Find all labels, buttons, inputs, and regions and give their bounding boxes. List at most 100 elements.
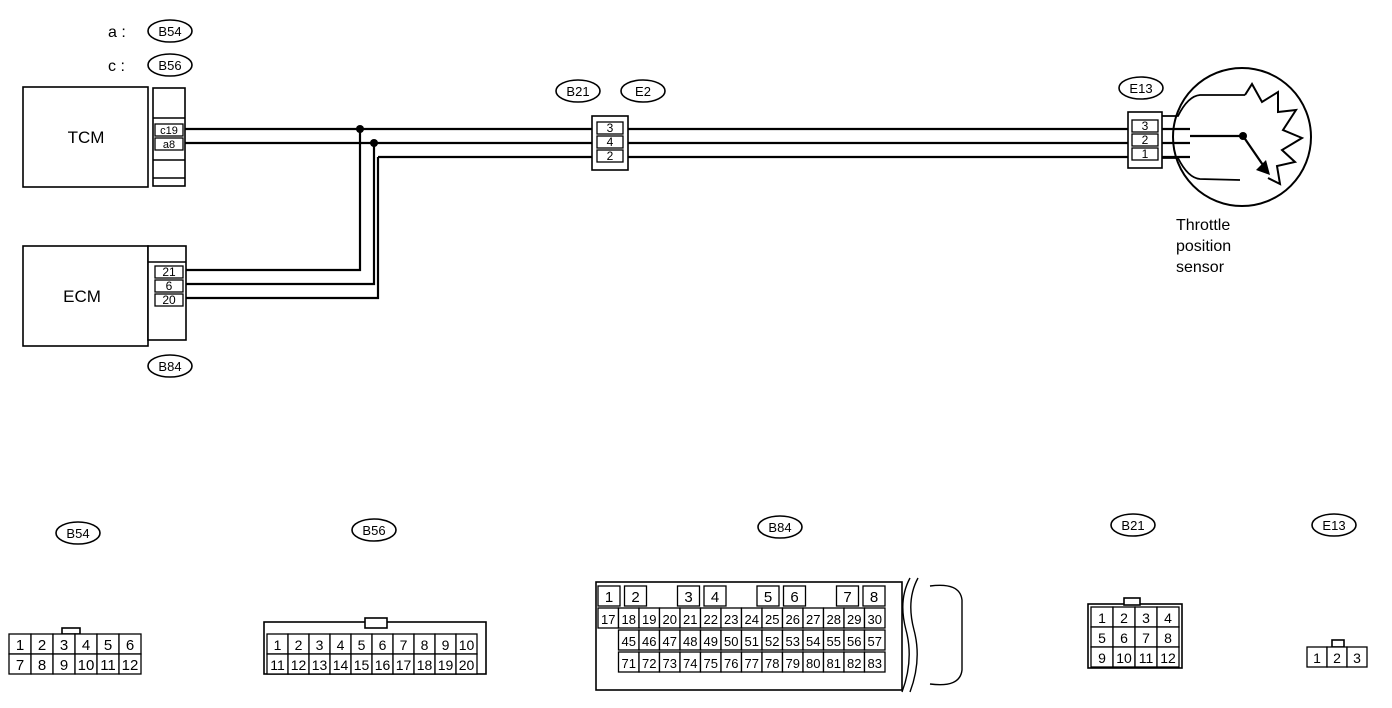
face-b84-pin-4-label: 4	[711, 589, 719, 606]
face-b21-pin-4-label: 4	[1164, 610, 1172, 626]
ecm-connector-code: B84	[158, 359, 181, 374]
face-b21-oval	[1110, 513, 1156, 537]
face-b54-pin-5-label: 5	[104, 637, 112, 654]
face-b21-pin-11-label: 11	[1139, 650, 1154, 666]
mid-connector-b21-oval	[555, 79, 601, 103]
mid-pin-3-label: 3	[607, 121, 614, 135]
face-b84-pin-29-label: 29	[847, 612, 861, 627]
face-b84-pin-27-label: 27	[806, 612, 820, 627]
face-b84-pin-72-label: 72	[642, 656, 656, 671]
face-b84-pin-2-label: 2	[631, 589, 639, 606]
face-b84-pin-80-label: 80	[806, 656, 820, 671]
face-b56-pin-20-label: 20	[459, 657, 475, 673]
mid-pin-2	[596, 149, 624, 163]
legend-a-oval	[147, 19, 193, 43]
face-b84-pin-1	[597, 585, 621, 607]
mid-pin-4-label: 4	[607, 135, 614, 149]
tcm-connector	[152, 87, 186, 187]
face-b56-pin-1-label: 1	[274, 637, 282, 653]
face-b54-pin-4-label: 4	[82, 637, 90, 654]
face-b84-pin-19-label: 19	[642, 612, 656, 627]
sensor-label-line-1: Throttle	[1176, 217, 1230, 234]
face-b54-pin-12-label: 12	[122, 657, 139, 674]
face-b56-pin-18-label: 18	[417, 657, 433, 673]
tcm-pin-c19-label: c19	[160, 125, 178, 137]
legend-c-code: B56	[158, 58, 181, 73]
face-b56-pin-10-label: 10	[459, 637, 475, 653]
face-b84-pin-4	[703, 585, 727, 607]
face-b84-pin-3	[676, 585, 701, 607]
face-b56-pin-4-label: 4	[337, 637, 345, 653]
legend-c-oval	[147, 53, 193, 77]
face-b84-pin-26-label: 26	[786, 612, 800, 627]
legend-c-label: c :	[108, 58, 125, 75]
face-b84-pin-25-label: 25	[765, 612, 779, 627]
face-b84-pin-77-label: 77	[745, 656, 759, 671]
sensor-pin-2	[1131, 133, 1159, 147]
face-b84-oval	[757, 515, 803, 539]
face-b84-pin-30	[863, 607, 886, 629]
face-b54-pin-2-label: 2	[38, 637, 46, 654]
face-b21-pin-7-label: 7	[1142, 630, 1150, 646]
mid-connector-b21-code: B21	[566, 84, 589, 99]
face-b84-pin-51-label: 51	[745, 634, 759, 649]
face-b84-pin-50-label: 50	[724, 634, 738, 649]
face-b21-pin-12-label: 12	[1160, 650, 1176, 666]
face-b54-pin-7-label: 7	[16, 657, 24, 674]
face-b84-pin-57-label: 57	[868, 634, 882, 649]
face-b84-pin-79-label: 79	[786, 656, 800, 671]
face-b56-pin-5-label: 5	[358, 637, 366, 653]
face-b21-pin-6-label: 6	[1120, 630, 1128, 646]
splice-point-2	[370, 139, 378, 147]
face-b56-pin-7-label: 7	[400, 637, 408, 653]
face-b56-pin-9-label: 9	[442, 637, 450, 653]
face-b84-pin-55-label: 55	[827, 634, 841, 649]
face-b54-pin-12	[118, 653, 142, 675]
face-e13-pin-2-label: 2	[1333, 650, 1341, 666]
face-b54-pin-9-label: 9	[60, 657, 68, 674]
face-b21-code: B21	[1121, 518, 1144, 533]
face-b56-pin-3-label: 3	[316, 637, 324, 653]
face-b84-pin-49-label: 49	[704, 634, 718, 649]
face-b84-pin-46-label: 46	[642, 634, 656, 649]
face-b84-pin-76-label: 76	[724, 656, 738, 671]
face-b21-latch	[1123, 597, 1141, 606]
face-b84-pin-28-label: 28	[827, 612, 841, 627]
sensor-label-line-2: position	[1176, 238, 1231, 255]
legend-a-code: B54	[158, 24, 181, 39]
face-b84-pin-6-label: 6	[790, 589, 798, 606]
face-b84-pin-81-label: 81	[827, 656, 841, 671]
mid-pin-2-label: 2	[607, 149, 614, 163]
face-b21-pin-2-label: 2	[1120, 610, 1128, 626]
ecm-pin-21	[154, 265, 184, 279]
face-b84-pin-2	[623, 585, 648, 607]
face-b54-pin-1-label: 1	[16, 637, 24, 654]
face-b56-pin-13-label: 13	[312, 657, 328, 673]
face-b56-pin-6-label: 6	[379, 637, 387, 653]
face-b56-pin-20	[455, 653, 478, 675]
sensor-pin-2-label: 2	[1142, 133, 1149, 147]
face-b54-pin-8-label: 8	[38, 657, 46, 674]
face-b84-pin-82-label: 82	[847, 656, 861, 671]
face-b54-pin-10-label: 10	[78, 657, 95, 674]
face-b84-pin-56-label: 56	[847, 634, 861, 649]
face-b21-pin-5-label: 5	[1098, 630, 1106, 646]
face-b84-pin-83-label: 83	[868, 656, 882, 671]
face-b84-pin-6	[782, 585, 807, 607]
face-b84-pin-73-label: 73	[663, 656, 677, 671]
face-b84-pin-83	[863, 651, 886, 673]
face-b84-pin-7	[835, 585, 860, 607]
face-b84-pin-23-label: 23	[724, 612, 738, 627]
face-b56-oval	[351, 518, 397, 542]
sensor-connector-code: E13	[1129, 81, 1152, 96]
mid-connector-e2-oval	[620, 79, 666, 103]
mid-pin-3	[596, 121, 624, 135]
splice-point-1	[356, 125, 364, 133]
face-b84-pin-48-label: 48	[683, 634, 697, 649]
face-b84-pin-74-label: 74	[683, 656, 697, 671]
face-b21-pin-9-label: 9	[1098, 650, 1106, 666]
face-b84-pin-1-label: 1	[605, 589, 613, 606]
face-e13-oval	[1311, 513, 1357, 537]
face-b84-pin-24-label: 24	[745, 612, 759, 627]
